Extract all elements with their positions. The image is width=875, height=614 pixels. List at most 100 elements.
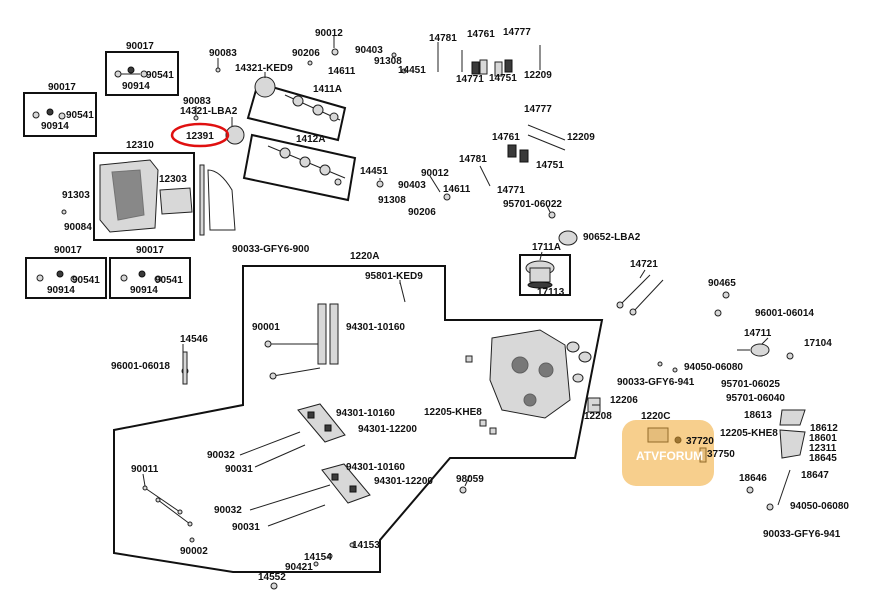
label-90017: 90017: [126, 41, 154, 52]
label-12303: 12303: [159, 174, 187, 185]
label-1711a: 1711A: [532, 242, 561, 253]
bolt-14546: [182, 351, 188, 385]
label-94301-12200: 94301-12200: [374, 476, 433, 487]
rocker-shaft-94301-10160: [317, 303, 339, 365]
label-90541: 90541: [72, 275, 100, 286]
small-bottom-parts: [270, 486, 467, 590]
camshaft-box-in: [246, 81, 347, 142]
label-12209: 12209: [524, 70, 552, 81]
label-90011: 90011: [131, 464, 159, 475]
head-cover-12310: [99, 159, 193, 233]
label-90012: 90012: [421, 168, 449, 179]
intake-1711a: [525, 230, 578, 289]
label-94301-10160: 94301-10160: [336, 408, 395, 419]
label-12208: 12208: [584, 411, 612, 422]
fastener-cluster-bl: [36, 270, 78, 283]
label-14777: 14777: [503, 27, 531, 38]
label-94301-10160: 94301-10160: [346, 322, 405, 333]
camshaft-1412a: [267, 145, 346, 186]
label-90033-gfy6-941: 90033-GFY6-941: [617, 377, 695, 388]
label-37750: 37750: [707, 449, 735, 460]
label-91303: 91303: [62, 190, 90, 201]
label-18646: 18646: [739, 473, 767, 484]
pin-17104: [786, 352, 794, 360]
label-14711: 14711: [744, 328, 772, 339]
cylinder-head-casting: [489, 329, 601, 419]
label-14781: 14781: [429, 33, 457, 44]
label-90002: 90002: [180, 546, 208, 557]
rocker-holder-lower: [321, 463, 371, 504]
label-90001: 90001: [252, 322, 280, 333]
label-14153: 14153: [352, 540, 380, 551]
camshaft-box-ex: [242, 133, 357, 202]
label-14321-ked9: 14321-KED9: [235, 63, 293, 74]
rocker-holder-upper: [297, 403, 346, 443]
label-94301-10160: 94301-10160: [346, 462, 405, 473]
label-14546: 14546: [180, 334, 208, 345]
label-90032: 90032: [207, 450, 235, 461]
label-94050-06080: 94050-06080: [790, 501, 849, 512]
label-90914: 90914: [41, 121, 69, 132]
label-18601: 18601: [809, 433, 837, 444]
sprocket-12391: [225, 125, 245, 145]
label-14451: 14451: [398, 65, 426, 76]
fastener-cluster-left: [32, 108, 66, 120]
label-98059: 98059: [456, 474, 484, 485]
camshaft-1411a: [284, 94, 341, 122]
label-18613: 18613: [744, 410, 772, 421]
label-17104: 17104: [804, 338, 832, 349]
label-95701-06022: 95701-06022: [503, 199, 562, 210]
label-12209: 12209: [567, 132, 595, 143]
chain-guide: [199, 164, 205, 236]
label-14771: 14771: [456, 74, 484, 85]
label-94301-12200: 94301-12200: [358, 424, 417, 435]
fastener-cluster-top: [114, 66, 148, 78]
label-95701-06025: 95701-06025: [721, 379, 780, 390]
cylinder-head-frame: [113, 265, 604, 573]
label-14721: 14721: [630, 259, 658, 270]
label-90083: 90083: [183, 96, 211, 107]
label-1411a: 1411A: [313, 84, 342, 95]
label-90541: 90541: [146, 70, 174, 81]
label-17113: 17113: [537, 287, 565, 298]
label-18645: 18645: [809, 453, 837, 464]
label-14611: 14611: [328, 66, 356, 77]
label-14611: 14611: [443, 184, 471, 195]
label-90031: 90031: [225, 464, 253, 475]
label-91308: 91308: [378, 195, 406, 206]
gasket-outline: [207, 169, 236, 231]
label-90465: 90465: [708, 278, 736, 289]
label-14321-lba2: 14321-LBA2: [180, 106, 238, 117]
label-12311: 12311: [809, 443, 837, 454]
label-94050-06080: 94050-06080: [684, 362, 743, 373]
label-12205-khe8: 12205-KHE8: [424, 407, 482, 418]
label-14552: 14552: [258, 572, 286, 583]
label-12391: 12391: [186, 131, 214, 142]
fastener-box-bottom-left: [25, 257, 107, 299]
label-95801-ked9: 95801-KED9: [365, 271, 423, 282]
label-14781: 14781: [459, 154, 487, 165]
label-90083: 90083: [209, 48, 237, 59]
label-90403: 90403: [398, 180, 426, 191]
rocker-arms-mid: [479, 124, 566, 187]
label-18647: 18647: [801, 470, 829, 481]
cap-14711: [750, 343, 770, 357]
label-90033-gfy6-900: 90033-GFY6-900: [232, 244, 310, 255]
label-90031: 90031: [232, 522, 260, 533]
label-90206: 90206: [292, 48, 320, 59]
label-14761: 14761: [467, 29, 495, 40]
label-12206: 12206: [610, 395, 638, 406]
label-14751: 14751: [536, 160, 564, 171]
fastener-box-top: [105, 51, 179, 96]
label-14154: 14154: [304, 552, 332, 563]
label-14751: 14751: [489, 73, 517, 84]
label-14771: 14771: [497, 185, 525, 196]
clamp-90652: [558, 230, 578, 246]
label-12310: 12310: [126, 140, 154, 151]
valves-14721: [616, 274, 794, 360]
watermark-logo: ATVFORUM: [622, 420, 714, 486]
fastener-box-bottom-right: [109, 257, 191, 299]
label-90421: 90421: [285, 562, 313, 573]
